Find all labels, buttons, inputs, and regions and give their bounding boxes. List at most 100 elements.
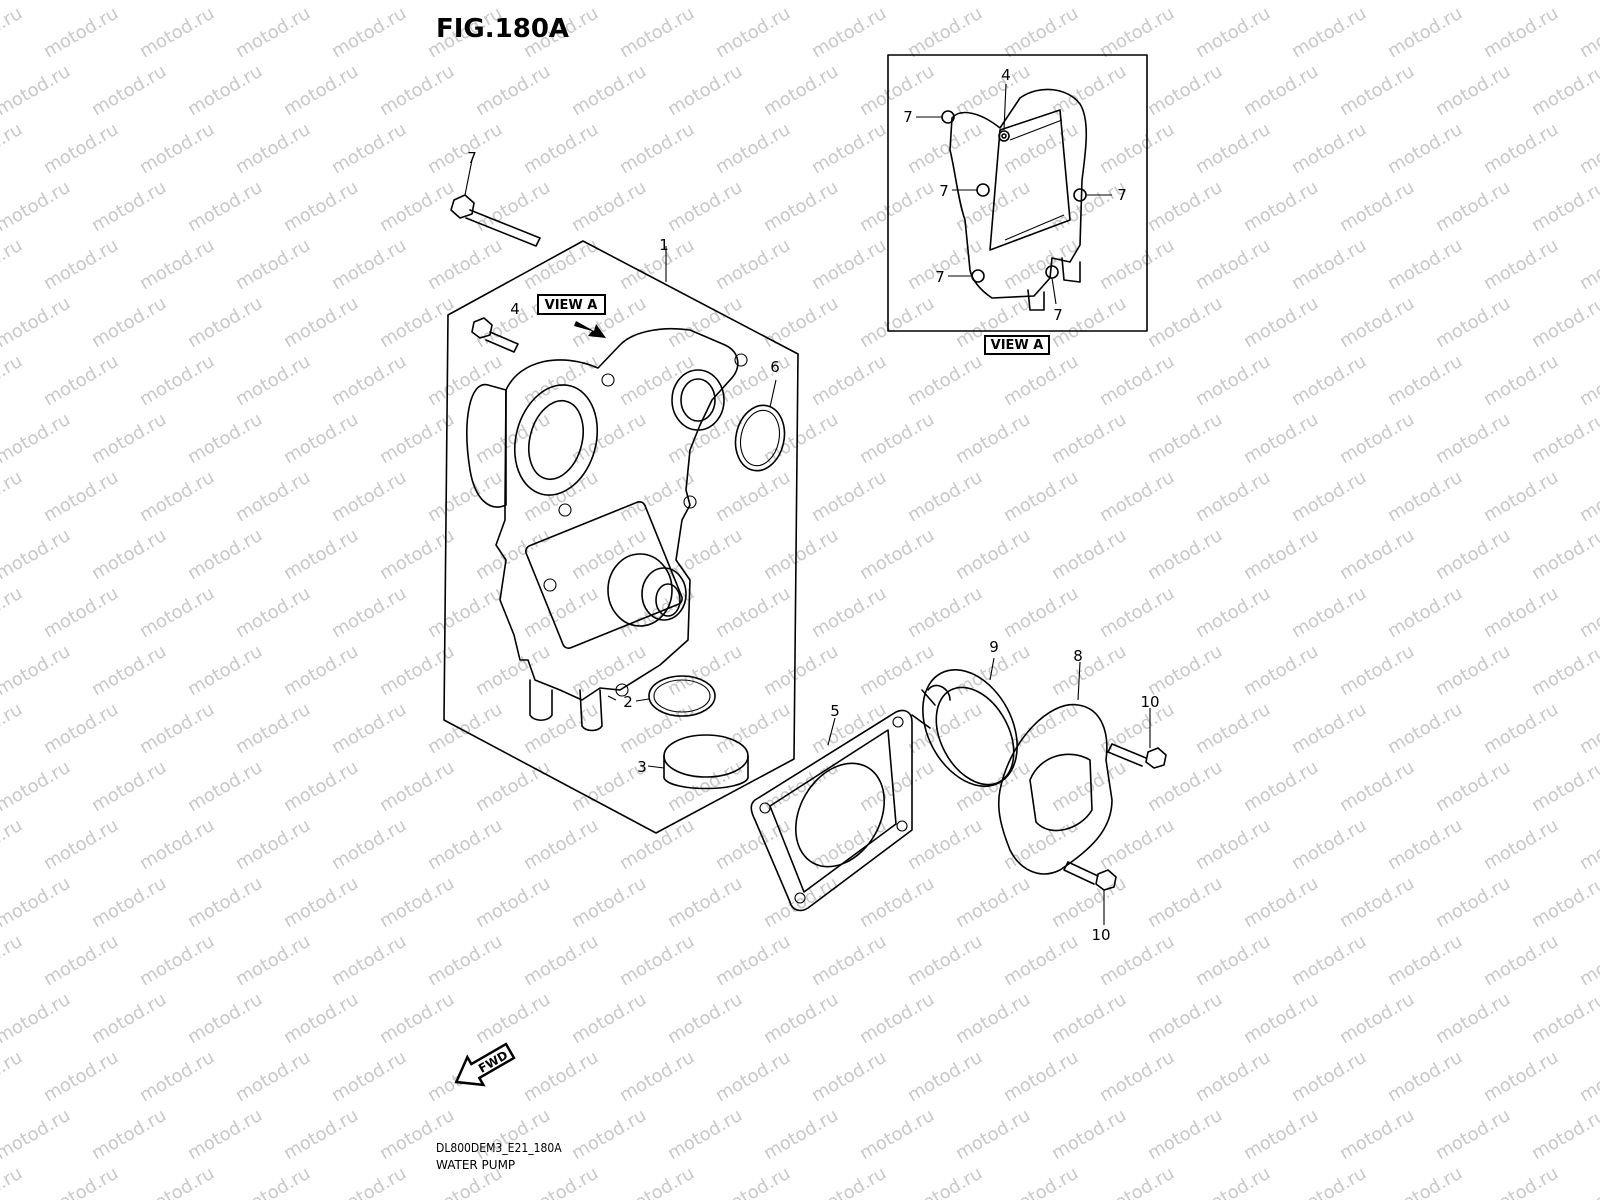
watermark-text: motod.ru [1240, 409, 1322, 468]
watermark-text: motod.ru [40, 467, 122, 526]
watermark-text: motod.ru [88, 177, 170, 236]
watermark-text: motod.ru [1240, 0, 1322, 4]
watermark-text: motod.ru [0, 351, 26, 410]
watermark-text: motod.ru [1000, 467, 1082, 526]
watermark-text: motod.ru [184, 293, 266, 352]
watermark-text: motod.ru [1144, 757, 1226, 816]
watermark-text: motod.ru [424, 815, 506, 874]
watermark-text: motod.ru [664, 1105, 746, 1164]
watermark-text: motod.ru [88, 989, 170, 1048]
watermark-text: motod.ru [1288, 1163, 1370, 1200]
watermark-text: motod.ru [328, 1047, 410, 1106]
watermark-text: motod.ru [1144, 0, 1226, 4]
watermark-text: motod.ru [904, 3, 986, 62]
callout-2: 2 [623, 693, 633, 711]
watermark-text: motod.ru [1432, 873, 1514, 932]
watermark-text: motod.ru [712, 699, 794, 758]
watermark-text: motod.ru [184, 989, 266, 1048]
watermark-text: motod.ru [952, 525, 1034, 584]
watermark-text: motod.ru [472, 757, 554, 816]
watermark-text: motod.ru [0, 699, 26, 758]
watermark-text: motod.ru [1000, 1047, 1082, 1106]
watermark-text: motod.ru [1528, 61, 1600, 120]
watermark-text: motod.ru [664, 0, 746, 4]
watermark-text: motod.ru [1384, 931, 1466, 990]
svg-text:VIEW A: VIEW A [991, 338, 1044, 353]
watermark-text: motod.ru [136, 815, 218, 874]
watermark-text: motod.ru [1576, 815, 1600, 874]
watermark-text: motod.ru [1384, 1047, 1466, 1106]
watermark-text: motod.ru [1000, 815, 1082, 874]
watermark-text: motod.ru [856, 293, 938, 352]
watermark-text: motod.ru [1096, 3, 1178, 62]
watermark-text: motod.ru [40, 815, 122, 874]
watermark-text: motod.ru [856, 61, 938, 120]
watermark-text: motod.ru [808, 583, 890, 642]
watermark-text: motod.ru [904, 351, 986, 410]
watermark-text: motod.ru [1192, 583, 1274, 642]
watermark-text: motod.ru [616, 467, 698, 526]
watermark-text: motod.ru [0, 61, 74, 120]
watermark-text: motod.ru [1288, 3, 1370, 62]
watermark-text: motod.ru [40, 931, 122, 990]
watermark-text: motod.ru [1480, 1047, 1562, 1106]
watermark-text: motod.ru [712, 119, 794, 178]
watermark-text: motod.ru [1288, 583, 1370, 642]
watermark-text: motod.ru [1336, 293, 1418, 352]
watermark-text: motod.ru [1576, 235, 1600, 294]
watermark-text: motod.ru [1096, 467, 1178, 526]
inset-callout-7-c: 7 [1117, 186, 1127, 204]
watermark-text: motod.ru [0, 1047, 26, 1106]
callout-9: 9 [989, 638, 999, 656]
watermark-text: motod.ru [664, 61, 746, 120]
cap-3 [647, 734, 749, 790]
watermark-text: motod.ru [40, 583, 122, 642]
watermark-text: motod.ru [616, 351, 698, 410]
watermark-text: motod.ru [0, 0, 74, 4]
watermark-text: motod.ru [1576, 931, 1600, 990]
watermark-text: motod.ru [1000, 699, 1082, 758]
watermark-text: motod.ru [904, 583, 986, 642]
watermark-text: motod.ru [1336, 525, 1418, 584]
bolt-long [450, 159, 541, 247]
watermark-text: motod.ru [88, 0, 170, 4]
watermark-text: motod.ru [952, 989, 1034, 1048]
watermark-text: motod.ru [760, 409, 842, 468]
watermark-text: motod.ru [1336, 177, 1418, 236]
watermark-text: motod.ru [904, 119, 986, 178]
watermark-text: motod.ru [616, 815, 698, 874]
watermark-text: motod.ru [376, 177, 458, 236]
watermark-text: motod.ru [232, 235, 314, 294]
watermark-text: motod.ru [1000, 583, 1082, 642]
watermark-text: motod.ru [1096, 235, 1178, 294]
watermark-text: motod.ru [184, 525, 266, 584]
watermark-text: motod.ru [136, 583, 218, 642]
watermark-text: motod.ru [424, 467, 506, 526]
watermark-text: motod.ru [1288, 815, 1370, 874]
watermark-text: motod.ru [88, 525, 170, 584]
watermark-text: motod.ru [808, 931, 890, 990]
watermark-text: motod.ru [904, 467, 986, 526]
watermark-text: motod.ru [328, 583, 410, 642]
thermostat-cover-8 [997, 661, 1113, 875]
callout-7: 7 [467, 149, 477, 167]
watermark-text: motod.ru [1000, 1163, 1082, 1200]
watermark-text: motod.ru [712, 815, 794, 874]
watermark-text: motod.ru [568, 409, 650, 468]
watermark-text: motod.ru [856, 1105, 938, 1164]
watermark-text: motod.ru [376, 409, 458, 468]
watermark-text: motod.ru [1144, 293, 1226, 352]
watermark-text: motod.ru [1336, 409, 1418, 468]
watermark-text: motod.ru [1288, 931, 1370, 990]
watermark-text: motod.ru [0, 177, 74, 236]
callout-3: 3 [637, 758, 647, 776]
watermark-text: motod.ru [1384, 583, 1466, 642]
figure-name: WATER PUMP [436, 1158, 516, 1172]
watermark-text: motod.ru [472, 989, 554, 1048]
watermark-text: motod.ru [472, 873, 554, 932]
watermark-text: motod.ru [1480, 351, 1562, 410]
view-a-tag-inset: VIEW A [984, 335, 1050, 355]
watermark-text: motod.ru [664, 873, 746, 932]
watermark-text: motod.ru [1480, 3, 1562, 62]
watermark-text: motod.ru [1528, 177, 1600, 236]
